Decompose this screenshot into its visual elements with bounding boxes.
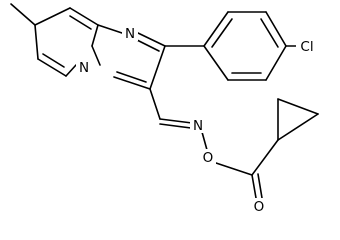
bond-imine: [159, 118, 193, 124]
bond-im-1: [97, 24, 123, 34]
bond-c-ring: [251, 139, 279, 176]
bond-py-2-inner: [42, 53, 65, 68]
atom-n-oxime-label: N: [193, 118, 203, 134]
bond-py-1: [34, 24, 39, 60]
bond-im-2: [137, 32, 166, 47]
bond-im-3: [149, 45, 166, 90]
bond-methyl: [10, 3, 36, 26]
bond-im-2-inner: [136, 39, 160, 52]
bond-cp-3: [277, 113, 319, 141]
atom-n-bridge-label: N: [79, 60, 89, 76]
chemical-structure: N N N O O Cl: [10, 3, 319, 215]
bond-ph-1-inner: [211, 18, 233, 48]
bond-carbonyl: [251, 174, 257, 199]
bond-im-4-inner: [116, 71, 147, 83]
atom-o-carbonyl: O: [251, 198, 267, 215]
atom-o-ether-label: O: [203, 150, 214, 166]
bond-py-3: [65, 64, 77, 77]
bond-im-5: [91, 45, 101, 66]
atom-chlorine-label: Cl: [300, 39, 313, 55]
bond-carbonyl-inner: [257, 173, 263, 199]
bond-ch: [149, 88, 161, 120]
bond-py-2: [37, 58, 67, 77]
atom-n-bridge: N: [76, 58, 92, 76]
atom-o-carbonyl-label: O: [254, 199, 265, 215]
atom-o-ether: O: [200, 149, 216, 166]
bond-cp-2: [277, 98, 319, 115]
bond-im-4: [113, 76, 151, 90]
atom-n-oxime: N: [190, 117, 206, 134]
bond-ph-3: [265, 11, 287, 47]
bond-ph-1: [203, 11, 229, 47]
atom-chlorine: Cl: [296, 38, 318, 55]
bond-ph-6: [203, 45, 229, 81]
bond-imine-inner: [159, 123, 192, 129]
atom-labels: N N N O O Cl: [76, 25, 318, 215]
bond-py-5: [69, 7, 99, 26]
bonds: [10, 3, 319, 199]
bond-py-6: [34, 7, 71, 26]
atom-n-imine-label: N: [125, 26, 135, 42]
bond-ph-4: [265, 45, 287, 81]
bond-py-4: [91, 24, 99, 47]
bond-o-c: [215, 162, 253, 176]
bond-n-o: [201, 131, 208, 151]
bond-py-5-inner: [69, 15, 92, 30]
bond-ph-3-inner: [260, 18, 279, 48]
atom-n-imine: N: [122, 25, 138, 42]
